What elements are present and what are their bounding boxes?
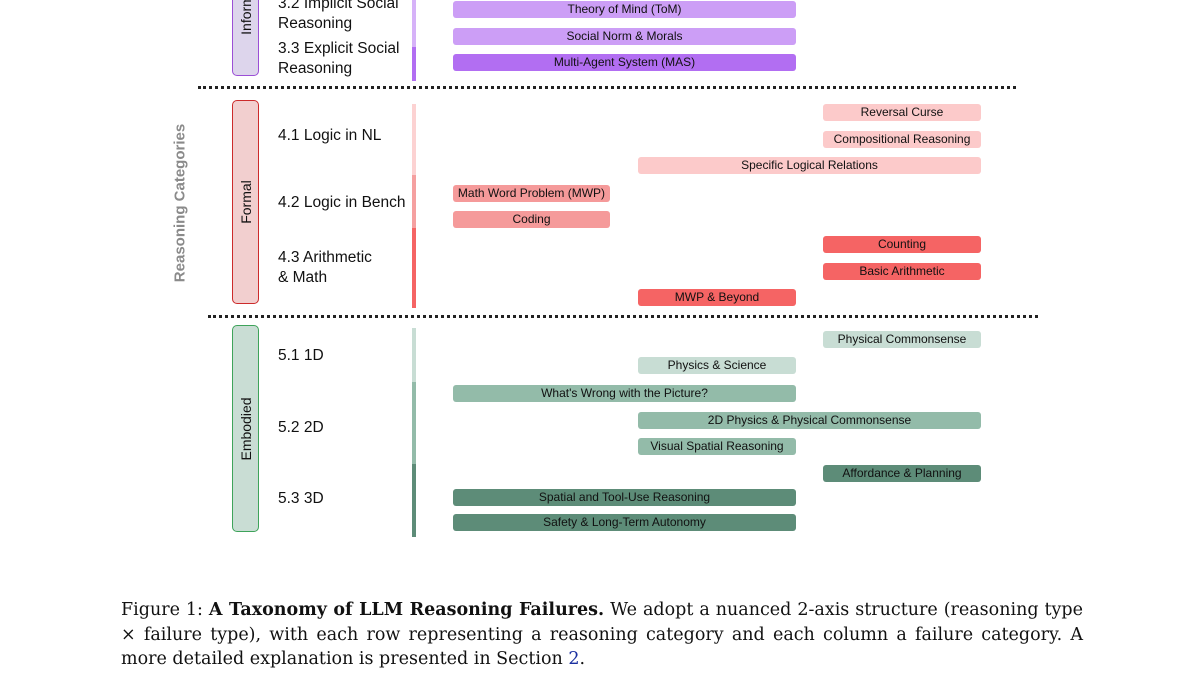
group-divider — [198, 86, 1016, 89]
section-link[interactable]: 2 — [568, 649, 580, 670]
failure-bar: Math Word Problem (MWP) — [453, 185, 610, 202]
subcategory-label: 5.3 3D — [278, 490, 324, 507]
failure-bar: Physics & Science — [638, 357, 796, 374]
caption-body: We adopt a nuanced 2-axis structure (rea… — [121, 600, 1083, 670]
subcategory-label: 4.2 Logic in Bench — [278, 194, 406, 211]
subcategory-label: 5.2 2D — [278, 419, 324, 436]
group-informal: Inform — [232, 0, 259, 76]
group-label: Formal — [237, 180, 254, 224]
figure-caption: Figure 1: A Taxonomy of LLM Reasoning Fa… — [121, 600, 1083, 670]
failure-bar: Safety & Long-Term Autonomy — [453, 514, 796, 531]
failure-bar: Basic Arithmetic — [823, 263, 981, 280]
row-strip — [412, 382, 416, 464]
row-strip — [412, 175, 416, 228]
row-strip — [412, 47, 416, 81]
row-strip — [412, 328, 416, 382]
group-label: Embodied — [237, 396, 254, 461]
group-divider — [208, 315, 1038, 318]
failure-bar: MWP & Beyond — [638, 289, 796, 306]
failure-bar: Physical Commonsense — [823, 331, 981, 348]
failure-bar: Affordance & Planning — [823, 465, 981, 482]
row-strip — [412, 104, 416, 175]
failure-bar: Multi-Agent System (MAS) — [453, 54, 796, 71]
failure-bar: What's Wrong with the Picture? — [453, 385, 796, 402]
group-formal: Formal — [232, 100, 259, 304]
failure-bar: 2D Physics & Physical Commonsense — [638, 412, 981, 429]
row-strip — [412, 0, 416, 47]
failure-bar: Specific Logical Relations — [638, 157, 981, 174]
failure-bar: Spatial and Tool-Use Reasoning — [453, 489, 796, 506]
failure-bar: Compositional Reasoning — [823, 131, 981, 148]
subcategory-label: 5.1 1D — [278, 347, 324, 364]
row-strip — [412, 228, 416, 308]
failure-bar: Coding — [453, 211, 610, 228]
failure-bar: Visual Spatial Reasoning — [638, 438, 796, 455]
failure-bar: Reversal Curse — [823, 104, 981, 121]
group-label: Inform — [237, 0, 254, 35]
subcategory-label: 4.3 Arithmetic& Math — [278, 249, 372, 286]
axis-title: Reasoning Categories — [171, 123, 189, 283]
failure-bar: Social Norm & Morals — [453, 28, 796, 45]
caption-prefix: Figure 1: — [121, 600, 209, 620]
failure-bar: Theory of Mind (ToM) — [453, 1, 796, 18]
row-strip — [412, 464, 416, 537]
caption-title: A Taxonomy of LLM Reasoning Failures. — [208, 600, 605, 620]
group-embodied: Embodied — [232, 325, 259, 532]
subcategory-label: 4.1 Logic in NL — [278, 127, 382, 144]
failure-bar: Counting — [823, 236, 981, 253]
